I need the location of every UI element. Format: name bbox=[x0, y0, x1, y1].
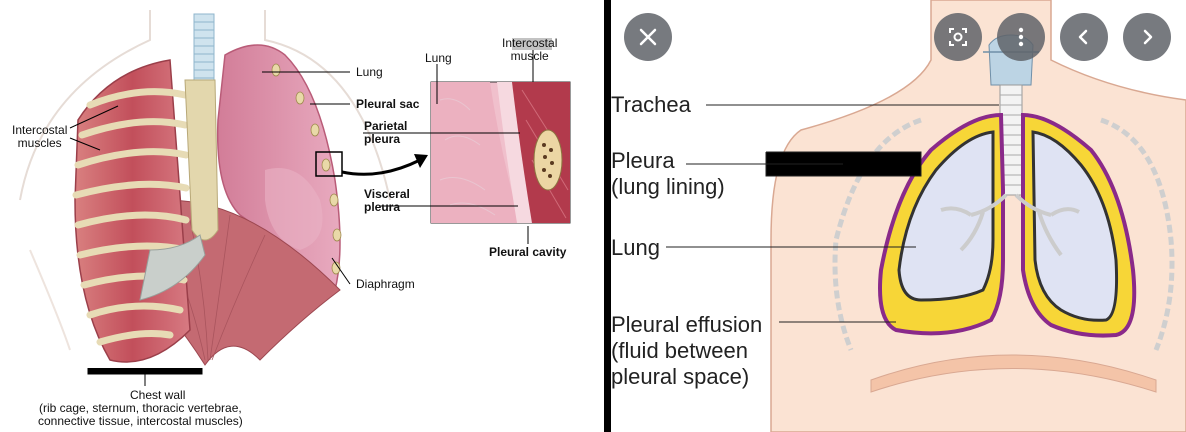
close-icon bbox=[639, 28, 657, 46]
inset-lung-label: Lung bbox=[425, 51, 452, 65]
trachea-label: Trachea bbox=[611, 92, 691, 117]
chest-wall-diagram-panel: Lung Pleural sac Intercostal muscles Par… bbox=[0, 0, 604, 432]
chest-wall-detail: (rib cage, sternum, thoracic vertebrae, … bbox=[38, 401, 243, 428]
visceral-pleura-label: Visceral pleura bbox=[364, 187, 410, 214]
parietal-pleura-label: Parietal pleura bbox=[364, 119, 408, 146]
pleural-sac-label: Pleural sac bbox=[356, 97, 420, 111]
lung-label-right: Lung bbox=[611, 235, 660, 260]
pleural-effusion-illustration bbox=[666, 0, 1186, 432]
pleura-label: Pleura (lung lining) bbox=[611, 148, 725, 199]
lung-label: Lung bbox=[356, 65, 383, 79]
lens-button[interactable] bbox=[934, 13, 982, 61]
chevron-right-icon bbox=[1143, 29, 1153, 45]
close-button[interactable] bbox=[624, 13, 672, 61]
more-vert-icon bbox=[1018, 27, 1024, 47]
panel-divider bbox=[604, 0, 611, 432]
more-options-button[interactable] bbox=[997, 13, 1045, 61]
inset-intercostal-muscle-label: Intercostal muscle bbox=[502, 36, 558, 63]
previous-image-button[interactable] bbox=[1060, 13, 1108, 61]
pleural-effusion-diagram-panel: Trachea Pleura (lung lining) Lung Pleura… bbox=[611, 0, 1186, 432]
chevron-left-icon bbox=[1078, 29, 1088, 45]
pleural-cavity-label: Pleural cavity bbox=[489, 245, 567, 259]
lens-icon bbox=[949, 28, 967, 46]
pleural-effusion-label: Pleural effusion (fluid between pleural … bbox=[611, 312, 763, 389]
chest-wall-illustration bbox=[19, 10, 571, 386]
diaphragm-label: Diaphragm bbox=[356, 277, 415, 291]
next-image-button[interactable] bbox=[1123, 13, 1171, 61]
chest-wall-title: Chest wall bbox=[130, 388, 186, 402]
intercostal-muscles-label: Intercostal muscles bbox=[12, 123, 68, 150]
